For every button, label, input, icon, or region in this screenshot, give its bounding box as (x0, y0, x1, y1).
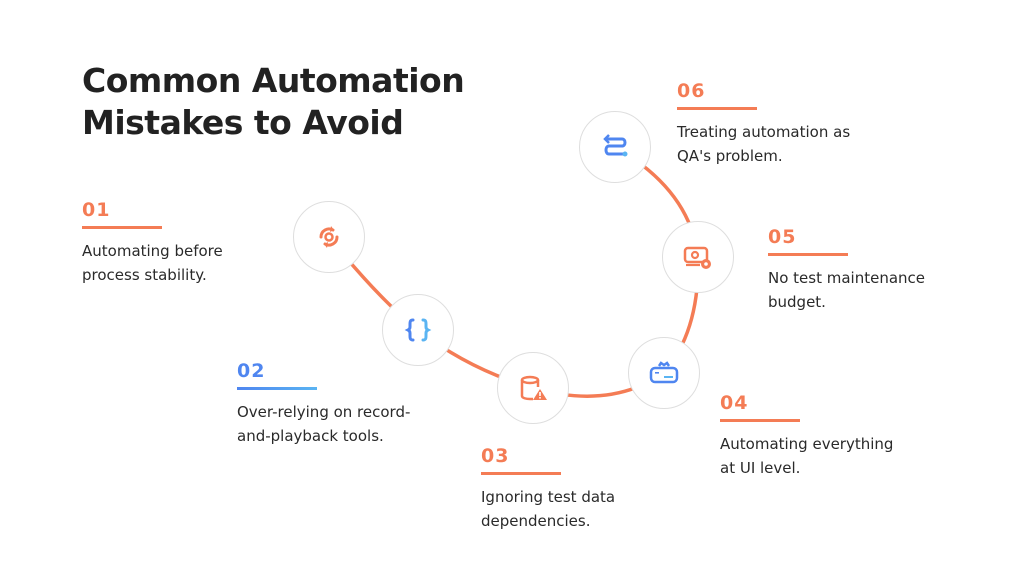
step-number: 05 (768, 226, 797, 248)
step-06-icon-circle (579, 111, 651, 183)
step-underline (82, 226, 162, 229)
title-line-1: Common Automation (82, 61, 465, 100)
money-gear-icon (683, 246, 711, 269)
page-title: Common Automation Mistakes to Avoid (82, 60, 465, 144)
step-number: 04 (720, 392, 749, 414)
step-description: Over-relying on record-and-playback tool… (237, 403, 411, 445)
database-warning-icon (520, 375, 547, 401)
step-02: 02 Over-relying on record-and-playback t… (237, 360, 467, 448)
step-number: 03 (481, 445, 510, 467)
route-arrows-icon (603, 134, 628, 157)
step-underline (677, 107, 757, 110)
ui-window-icon (649, 361, 679, 384)
step-underline (720, 419, 800, 422)
step-05-icon-circle (662, 221, 734, 293)
step-number: 02 (237, 360, 266, 382)
step-number: 01 (82, 199, 111, 221)
step-02-icon-circle (382, 294, 454, 366)
step-underline (481, 472, 561, 475)
step-01-icon-circle (293, 201, 365, 273)
step-03-icon-circle (497, 352, 569, 424)
curly-braces-icon (404, 318, 432, 342)
step-number: 06 (677, 80, 706, 102)
gear-sync-icon (319, 226, 339, 248)
title-line-2: Mistakes to Avoid (82, 103, 404, 142)
step-04-icon-circle (628, 337, 700, 409)
step-underline (237, 387, 317, 390)
step-underline (768, 253, 848, 256)
